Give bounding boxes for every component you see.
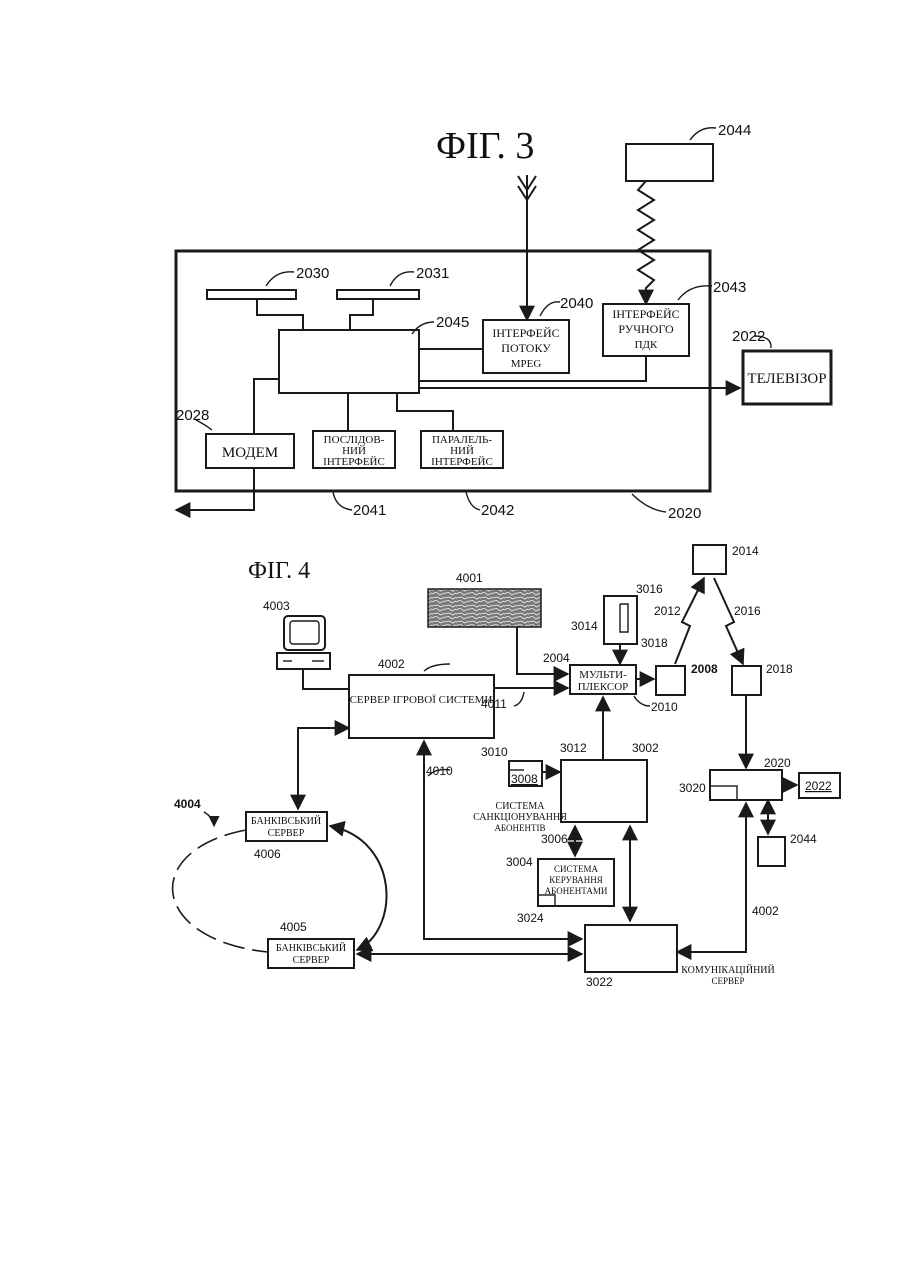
leader-2044 — [690, 128, 716, 140]
auth-label-1: СИСТЕМА — [496, 801, 546, 812]
comm-label-2: СЕРВЕР — [711, 976, 744, 986]
ref-2040: 2040 — [560, 295, 593, 312]
ref-2020-fig4: 2020 — [764, 756, 791, 770]
mpeg-label-1: ІНТЕРФЕЙС — [492, 326, 559, 340]
link-bank1-bank2 — [330, 826, 386, 950]
ref-2022: 2022 — [732, 328, 765, 345]
bank2-label-2: СЕРВЕР — [293, 955, 330, 966]
auth-label-2: САНКЦІОНУВАННЯ — [473, 812, 567, 823]
subscriber-authorization-system-3002 — [561, 760, 647, 822]
ref-4005: 4005 — [280, 920, 307, 934]
ref-3010: 3010 — [481, 745, 508, 759]
downlink-2016 — [714, 578, 743, 664]
communication-server-3022 — [585, 925, 677, 972]
link-game-bank1 — [298, 728, 349, 809]
ref-2016: 2016 — [734, 604, 761, 618]
leader-2020 — [632, 494, 666, 512]
remote-if-label-1: ІНТЕРФЕЙС — [612, 307, 679, 321]
ref-2014: 2014 — [732, 544, 759, 558]
game-system-server-4002 — [349, 675, 494, 738]
ref-2018: 2018 — [766, 662, 793, 676]
ref-4003: 4003 — [263, 599, 290, 613]
ref-2030: 2030 — [296, 265, 329, 282]
computer-terminal-icon — [277, 616, 330, 669]
ref-2044-fig4: 2044 — [790, 832, 817, 846]
storage-2030 — [207, 290, 296, 299]
ref-2031: 2031 — [416, 265, 449, 282]
fig3: ФІГ. 3 2044 2030 2031 2045 ІНТЕРФЕ — [176, 122, 831, 522]
processor-2045 — [279, 330, 419, 393]
ref-3002: 3002 — [632, 741, 659, 755]
serial-label-3: ІНТЕРФЕЙС — [323, 456, 385, 468]
ref-2008: 2008 — [691, 662, 718, 676]
leader-4004 — [204, 812, 214, 826]
ref-3024: 3024 — [517, 911, 544, 925]
ref-4001: 4001 — [456, 571, 483, 585]
mux-label-2: ПЛЕКСОР — [578, 681, 629, 693]
ref-2004: 2004 — [543, 651, 570, 665]
link-comm-stb — [677, 803, 746, 952]
video-source-map-4001 — [428, 589, 541, 627]
parallel-label-3: ІНТЕРФЕЙС — [431, 456, 493, 468]
ref-2028: 2028 — [176, 407, 209, 424]
ref-4010: 4010 — [426, 764, 453, 778]
bank1-label-1: БАНКІВСЬКИЙ — [251, 815, 321, 827]
fig4: ФІГ. 4 4001 3016 3014 3018 2014 2012 201… — [173, 544, 840, 989]
ref-2043: 2043 — [713, 279, 746, 296]
bank2-label-1: БАНКІВСЬКИЙ — [276, 942, 346, 954]
ref-3020: 3020 — [679, 781, 706, 795]
leader-2042 — [466, 492, 480, 510]
ref-3016: 3016 — [636, 582, 663, 596]
set-top-box-2020 — [710, 770, 782, 800]
ref-3022: 3022 — [586, 975, 613, 989]
ref-3006: 3006 — [541, 832, 568, 846]
fig4-title: ФІГ. 4 — [248, 558, 310, 584]
ref-3004: 3004 — [506, 855, 533, 869]
mpeg-label-3: MPEG — [511, 358, 542, 370]
auth-label-3: АБОНЕНТІВ — [494, 823, 545, 833]
link-terminal-gameserver — [303, 669, 349, 689]
modem-label: МОДЕМ — [222, 445, 278, 461]
ref-2045: 2045 — [436, 314, 469, 331]
satellite-2014 — [693, 545, 726, 574]
ref-3012: 3012 — [560, 741, 587, 755]
ref-3008: 3008 — [511, 772, 538, 786]
ref-2022-fig4: 2022 — [805, 779, 832, 793]
storage-2031 — [337, 290, 419, 299]
leader-4002a — [424, 664, 450, 671]
mgmt-label-1: СИСТЕМА — [554, 864, 599, 874]
ref-4006: 4006 — [254, 847, 281, 861]
leader-2041 — [333, 492, 352, 510]
remote-if-label-3: ПДК — [635, 339, 658, 351]
uplink-2012 — [675, 578, 704, 664]
tv-label: ТЕЛЕВІЗОР — [747, 371, 826, 387]
remote-control-2044 — [626, 144, 713, 181]
ref-2012: 2012 — [654, 604, 681, 618]
receiver-2018 — [732, 666, 761, 695]
ref-2044: 2044 — [718, 122, 751, 139]
ref-2010: 2010 — [651, 700, 678, 714]
ref-3014: 3014 — [571, 619, 598, 633]
ref-2020: 2020 — [668, 505, 701, 522]
ref-4011: 4011 — [481, 697, 507, 711]
remote-if-label-2: РУЧНОГО — [618, 322, 674, 336]
comm-label-1: КОМУНІКАЦІЙНИЙ — [681, 964, 775, 976]
ref-2042: 2042 — [481, 502, 514, 519]
fig3-title: ФІГ. 3 — [436, 125, 534, 167]
leader-4011 — [514, 692, 524, 706]
game-server-label: СЕРВЕР ІГРОВОЇ СИСТЕМИ — [350, 694, 493, 706]
ref-4002-link: 4002 — [752, 904, 779, 918]
ref-4002-game: 4002 — [378, 657, 405, 671]
remote-control-2044 — [758, 837, 785, 866]
ref-4004: 4004 — [174, 797, 201, 811]
bank1-label-2: СЕРВЕР — [268, 828, 305, 839]
leader-2010 — [634, 696, 650, 706]
mpeg-label-2: ПОТОКУ — [501, 341, 551, 355]
uplink-transmitter-2008 — [656, 666, 685, 695]
mgmt-label-2: КЕРУВАННЯ — [549, 875, 603, 885]
mux-label-1: МУЛЬТИ- — [579, 669, 627, 681]
ref-2041: 2041 — [353, 502, 386, 519]
ref-3018: 3018 — [641, 636, 668, 650]
